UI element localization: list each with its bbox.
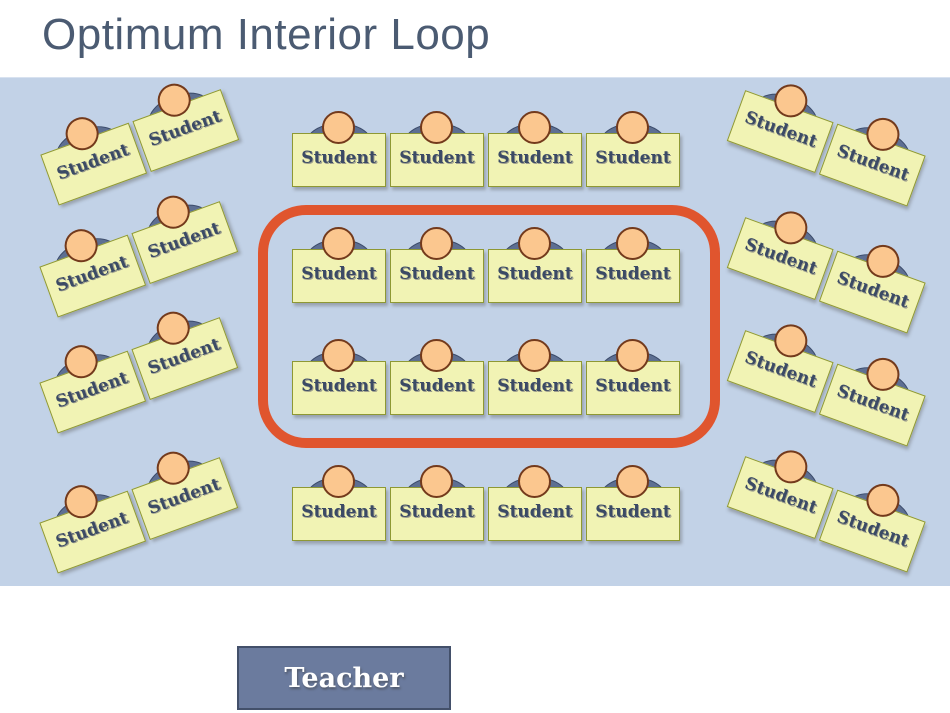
student-head-icon [322, 227, 355, 260]
student-desk-label: Student [53, 367, 131, 413]
teacher-desk: Teacher [237, 646, 451, 710]
student-seat-left-2-b: Student [124, 180, 239, 285]
student-desk-label: Student [595, 502, 671, 522]
student-desk-label: Student [595, 376, 671, 396]
student-seat-center-r4-c2: Student [390, 465, 484, 541]
student-head-icon [616, 111, 649, 144]
student-seat-left-1-a: Student [33, 102, 148, 206]
student-seat-center-r1-c2: Student [390, 111, 484, 187]
student-desk-label: Student [595, 148, 671, 168]
student-seat-center-r2-c1: Student [292, 227, 386, 303]
student-head-icon [518, 227, 551, 260]
student-head-icon [518, 465, 551, 498]
student-desk-label: Student [834, 380, 912, 426]
student-desk-label: Student [834, 140, 912, 186]
student-desk-label: Student [145, 218, 223, 263]
student-seat-right-4-b: Student [818, 469, 933, 573]
student-head-icon [616, 465, 649, 498]
student-desk-label: Student [497, 376, 573, 396]
student-head-icon [616, 227, 649, 260]
student-seat-left-1-b: Student [125, 68, 240, 173]
student-desk-label: Student [145, 334, 223, 379]
student-desk-label: Student [399, 148, 475, 168]
student-seat-center-r2-c4: Student [586, 227, 680, 303]
student-seat-center-r3-c2: Student [390, 339, 484, 415]
student-seat-center-r4-c4: Student [586, 465, 680, 541]
student-seat-left-3-b: Student [124, 296, 239, 401]
student-head-icon [322, 111, 355, 144]
student-seat-center-r2-c3: Student [488, 227, 582, 303]
student-desk-label: Student [497, 264, 573, 284]
student-desk-label: Student [834, 506, 912, 552]
student-desk-label: Student [54, 139, 132, 185]
student-desk-label: Student [834, 267, 912, 313]
student-seat-right-3-b: Student [818, 343, 933, 447]
student-desk: Student [390, 249, 484, 303]
student-seat-right-1-b: Student [818, 103, 933, 207]
student-desk: Student [390, 361, 484, 415]
student-desk-label: Student [53, 507, 131, 553]
student-seat-center-r4-c1: Student [292, 465, 386, 541]
student-seat-center-r1-c1: Student [292, 111, 386, 187]
student-seat-left-2-a: Student [32, 214, 147, 318]
student-desk-label: Student [399, 264, 475, 284]
student-seat-center-r3-c3: Student [488, 339, 582, 415]
student-head-icon [518, 339, 551, 372]
student-desk-label: Student [595, 264, 671, 284]
student-desk-label: Student [399, 376, 475, 396]
student-seat-center-r4-c3: Student [488, 465, 582, 541]
student-desk-label: Student [301, 502, 377, 522]
student-seat-left-4-a: Student [32, 470, 147, 574]
student-desk: Student [390, 133, 484, 187]
student-desk-label: Student [146, 106, 224, 151]
student-seat-left-4-b: Student [124, 436, 239, 541]
student-desk-label: Student [742, 473, 820, 518]
student-seat-center-r3-c1: Student [292, 339, 386, 415]
student-head-icon [518, 111, 551, 144]
student-head-icon [420, 111, 453, 144]
student-desk-label: Student [742, 107, 820, 152]
student-desk-label: Student [742, 347, 820, 392]
student-seat-center-r1-c4: Student [586, 111, 680, 187]
student-desk-label: Student [497, 148, 573, 168]
student-desk: Student [292, 361, 386, 415]
student-seat-center-r3-c4: Student [586, 339, 680, 415]
student-head-icon [616, 339, 649, 372]
page-title: Optimum Interior Loop [42, 10, 491, 59]
student-desk-label: Student [145, 474, 223, 519]
student-seat-right-2-b: Student [818, 230, 933, 334]
student-head-icon [322, 339, 355, 372]
student-head-icon [420, 465, 453, 498]
student-seat-center-r1-c3: Student [488, 111, 582, 187]
student-desk-label: Student [497, 502, 573, 522]
student-head-icon [420, 227, 453, 260]
student-desk-label: Student [301, 376, 377, 396]
teacher-desk-label: Teacher [284, 662, 404, 694]
student-desk-label: Student [742, 234, 820, 279]
student-desk-label: Student [53, 251, 131, 297]
student-head-icon [322, 465, 355, 498]
student-seat-left-3-a: Student [32, 330, 147, 434]
student-desk-label: Student [301, 148, 377, 168]
interior-loop-outline [258, 205, 720, 448]
student-desk-label: Student [399, 502, 475, 522]
student-seat-center-r2-c2: Student [390, 227, 484, 303]
student-desk-label: Student [301, 264, 377, 284]
student-head-icon [420, 339, 453, 372]
